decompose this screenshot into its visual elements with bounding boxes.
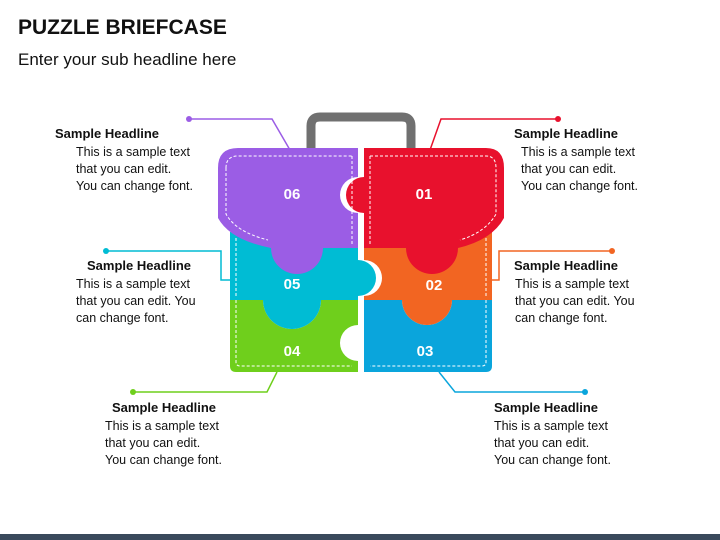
connector-dot-05 xyxy=(103,248,109,254)
puzzle-piece-04 xyxy=(230,300,358,372)
piece-label-03: 03 xyxy=(417,343,434,360)
callout-headline: Sample Headline xyxy=(494,400,599,415)
connector-dot-04 xyxy=(130,389,136,395)
callout-headline: Sample Headline xyxy=(112,400,217,415)
callout-05: Sample Headline This is a sample text th… xyxy=(76,257,196,327)
callout-06: Sample Headline This is a sample text th… xyxy=(55,125,193,195)
puzzle-piece-05 xyxy=(230,232,376,329)
callout-headline: Sample Headline xyxy=(514,258,619,273)
callout-01: Sample Headline This is a sample text th… xyxy=(514,125,638,195)
connector-dot-02 xyxy=(609,248,615,254)
piece-label-02: 02 xyxy=(426,277,443,294)
callout-headline: Sample Headline xyxy=(514,126,619,141)
puzzle-piece-01 xyxy=(346,148,504,274)
callout-headline: Sample Headline xyxy=(87,258,192,273)
bottom-bar xyxy=(0,534,720,540)
piece-label-04: 04 xyxy=(284,343,301,360)
connector-dot-03 xyxy=(582,389,588,395)
connector-dot-06 xyxy=(186,116,192,122)
slide-subtitle: Enter your sub headline here xyxy=(18,50,237,69)
callout-03: Sample Headline This is a sample text th… xyxy=(494,399,611,469)
callout-connectors xyxy=(106,118,612,393)
callout-02: Sample Headline This is a sample text th… xyxy=(514,257,635,327)
callout-body: This is a sample text that you can edit.… xyxy=(76,277,196,325)
briefcase-handle xyxy=(306,112,416,150)
callout-body: This is a sample text that you can edit.… xyxy=(105,419,222,467)
puzzle-piece-02 xyxy=(364,232,492,325)
callout-body: This is a sample text that you can edit.… xyxy=(521,145,638,193)
connector-dot-01 xyxy=(555,116,561,122)
piece-label-06: 06 xyxy=(284,186,301,203)
piece-label-05: 05 xyxy=(284,276,301,293)
callout-body: This is a sample text that you can edit.… xyxy=(515,277,635,325)
puzzle-piece-06 xyxy=(218,148,358,274)
callout-body: This is a sample text that you can edit.… xyxy=(76,145,193,193)
puzzle-piece-03 xyxy=(364,300,492,372)
callout-body: This is a sample text that you can edit.… xyxy=(494,419,611,467)
callout-04: Sample Headline This is a sample text th… xyxy=(105,399,222,469)
slide-title: PUZZLE BRIEFCASE xyxy=(18,16,227,39)
callout-headline: Sample Headline xyxy=(55,126,160,141)
piece-label-01: 01 xyxy=(416,186,433,203)
stitch-lines xyxy=(225,155,497,367)
